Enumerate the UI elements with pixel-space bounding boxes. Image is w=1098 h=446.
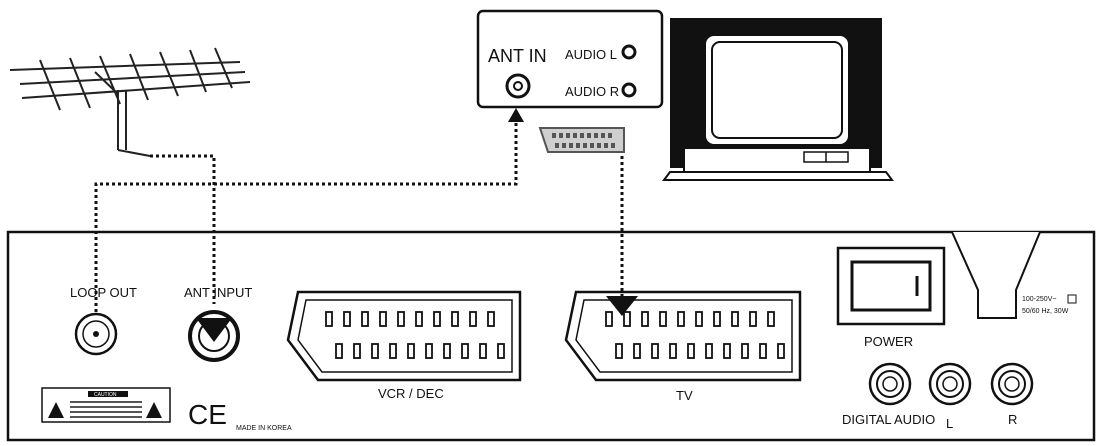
tv-ant-in-label: ANT IN (488, 46, 547, 66)
tv-scart-socket[interactable] (564, 290, 802, 382)
connection-cables (94, 118, 624, 312)
digital-audio-jack[interactable] (868, 362, 912, 406)
tv-audio-r-jack[interactable] (621, 82, 637, 98)
tv-audio-l-jack[interactable] (621, 44, 637, 60)
digital-audio-label: DIGITAL AUDIO (842, 412, 935, 427)
arrow-tv-scart (606, 296, 638, 316)
tv-audio-l-label: AUDIO L (565, 47, 617, 62)
cable-antenna-to-ant-input (150, 154, 216, 304)
loop-out-label: LOOP OUT (70, 285, 137, 300)
made-in-label: MADE IN KOREA (236, 425, 292, 432)
audio-l-jack[interactable] (928, 362, 972, 406)
warning-triangle-icon (48, 402, 162, 418)
ant-input-label: ANT INPUT (184, 285, 252, 300)
arrow-tv-ant-in (508, 108, 524, 122)
double-insulation-icon (1067, 294, 1077, 304)
tv-scart-label: TV (676, 388, 693, 403)
rating-line2: 50/60 Hz, 30W (1022, 308, 1069, 315)
arrow-ant-input (196, 318, 232, 342)
vcr-dec-scart-socket[interactable] (286, 290, 522, 382)
caution-title: CAUTION (94, 392, 117, 398)
television-icon (662, 18, 894, 181)
power-switch-icon[interactable] (836, 246, 946, 326)
audio-l-label: L (946, 416, 953, 431)
power-cord-notch (951, 231, 1041, 319)
power-label: POWER (864, 334, 913, 349)
cable-loop-out-to-tv (94, 118, 518, 312)
tv-ant-in-jack[interactable] (505, 73, 531, 99)
vcr-dec-label: VCR / DEC (378, 386, 444, 401)
audio-r-jack[interactable] (990, 362, 1034, 406)
audio-r-label: R (1008, 412, 1017, 427)
caution-label: CAUTION (41, 387, 171, 423)
ce-mark-icon: CE (188, 399, 227, 430)
tv-audio-r-label: AUDIO R (565, 84, 619, 99)
rating-line1: 100-250V~ (1022, 296, 1056, 303)
scart-plug-icon (538, 127, 625, 153)
antenna-icon (9, 47, 251, 157)
